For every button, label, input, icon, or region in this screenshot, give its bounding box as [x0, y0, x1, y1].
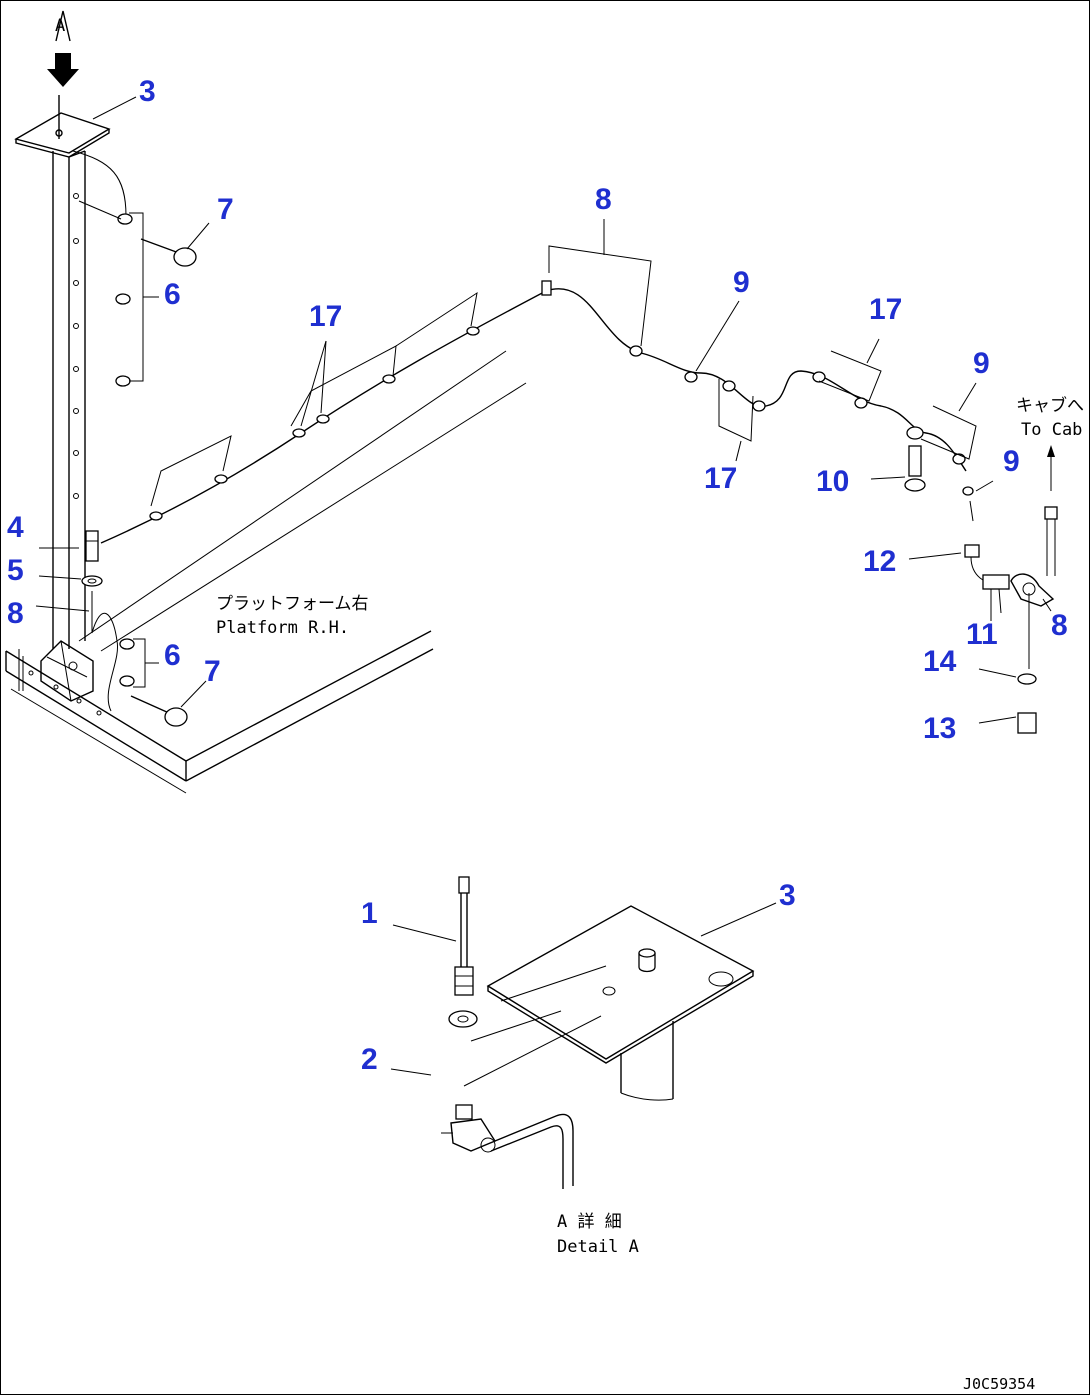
- callout-2: 2: [361, 1043, 378, 1076]
- callout-4: 4: [7, 511, 24, 544]
- bolt-10: [870, 445, 926, 492]
- callout-11: 11: [966, 618, 998, 651]
- callout-9-b: 9: [973, 347, 990, 380]
- bolt-4-washer-5: [35, 530, 103, 633]
- vertical-column: [52, 150, 86, 649]
- callout-10: 10: [816, 465, 849, 498]
- leader-3-detail: [700, 902, 777, 937]
- platform-label-en: Platform R.H.: [216, 618, 349, 638]
- leader-3-top: [92, 96, 137, 120]
- callout-9-c: 9: [1003, 445, 1020, 478]
- to-cab-label-jp: キャブへ: [1016, 395, 1084, 416]
- callout-7-bottom: 7: [204, 655, 221, 688]
- platform-label-jp: プラットフォーム右: [216, 594, 369, 614]
- callout-17-a: 17: [309, 300, 342, 333]
- callout-14: 14: [923, 645, 957, 678]
- callout-9-a: 9: [733, 266, 750, 299]
- clamp-group-lower: [119, 638, 159, 688]
- detail-label-en: Detail A: [557, 1237, 639, 1257]
- detail-switch-2: [390, 1068, 574, 1189]
- leader-9a: [695, 300, 740, 372]
- callout-8-top: 8: [595, 183, 612, 216]
- detail-plate: [463, 905, 755, 1101]
- main-hose: [100, 288, 967, 544]
- hose-clamps: [149, 280, 966, 521]
- callout-7-top: 7: [217, 193, 234, 226]
- clamp-brackets-17: [150, 291, 977, 507]
- callout-6-top: 6: [164, 278, 181, 311]
- leader-9b: [958, 382, 977, 412]
- callout-17-b: 17: [869, 293, 902, 326]
- to-cab-label-en: To Cab: [1021, 420, 1082, 440]
- base-bracket: [40, 640, 94, 702]
- leader-8-top: [548, 245, 652, 347]
- leaders-17: [300, 338, 880, 462]
- callout-12: 12: [863, 545, 896, 578]
- callout-3-top: 3: [139, 75, 156, 108]
- lower-hose: [91, 612, 119, 712]
- callout-8-right: 8: [1051, 609, 1068, 642]
- callout-17-c: 17: [704, 462, 737, 495]
- view-marker: A: [55, 16, 65, 36]
- platform: [5, 350, 527, 794]
- callout-6-bottom: 6: [164, 639, 181, 672]
- bolt-upper: [140, 222, 210, 267]
- callout-1: 1: [361, 897, 378, 930]
- callout-8-left: 8: [7, 597, 24, 630]
- detail-rod-1: [392, 876, 478, 1028]
- upper-hose: [72, 150, 127, 217]
- detail-label-jp: A 詳 細: [557, 1212, 622, 1232]
- right-fittings: [908, 480, 1055, 734]
- view-arrow: [47, 10, 79, 87]
- to-cab-arrow: [1044, 445, 1058, 576]
- callout-13: 13: [923, 712, 956, 745]
- bolt-lower: [130, 680, 207, 727]
- drawing-code: J0C59354: [963, 1375, 1035, 1393]
- top-plate: [14, 95, 111, 158]
- clamp-group-upper: [78, 200, 159, 387]
- callout-5: 5: [7, 554, 24, 587]
- callout-3-detail: 3: [779, 879, 796, 912]
